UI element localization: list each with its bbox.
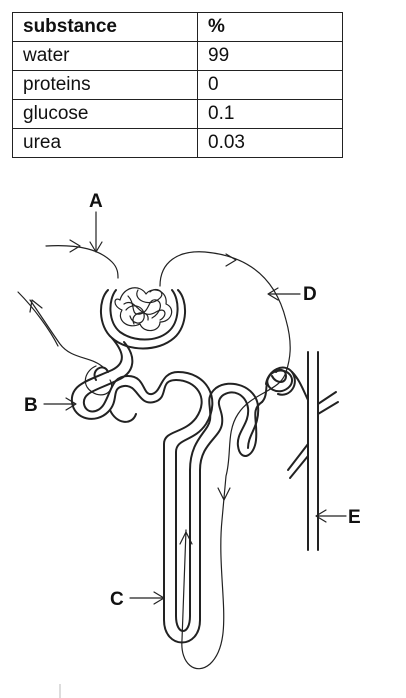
proximal-tubule-inner <box>82 341 214 471</box>
glomerulus <box>114 287 173 332</box>
cell-percent: 0 <box>197 70 343 100</box>
bowmans-capsule-inner <box>109 289 179 341</box>
table-row: proteins 0 <box>12 70 343 100</box>
loop-of-henle-ascending-inner <box>189 382 260 471</box>
label-c: C <box>110 589 124 610</box>
afferent-arrowhead <box>69 239 81 253</box>
distal-tubule-coil <box>261 366 296 403</box>
proximal-tubule-outer <box>70 337 203 471</box>
label-d-pointer <box>267 287 301 301</box>
header-substance: substance <box>12 12 198 42</box>
cell-percent: 0.1 <box>197 99 343 129</box>
table-row: glucose 0.1 <box>12 99 343 129</box>
label-e-pointer <box>315 509 347 523</box>
label-b-pointer <box>43 397 77 411</box>
efferent-arrowhead <box>225 253 237 267</box>
loop-of-henle-descending-inner <box>175 469 191 632</box>
table-header-row: substance % <box>12 12 343 42</box>
peritubular-capillary <box>181 371 287 670</box>
cell-percent: 0.03 <box>197 128 343 158</box>
capillary-down-arrowhead <box>217 487 231 501</box>
cell-substance: urea <box>12 128 198 158</box>
efferent-arteriole <box>159 251 291 373</box>
label-e: E <box>348 507 361 528</box>
label-a: A <box>89 191 103 212</box>
header-percent: % <box>197 12 343 42</box>
label-a-pointer <box>89 211 103 253</box>
loop-of-henle-descending-outer <box>163 469 201 644</box>
table-row: water 99 <box>12 41 343 71</box>
cell-substance: glucose <box>12 99 198 129</box>
capillary-up-arrowhead <box>179 531 193 545</box>
cell-percent: 99 <box>197 41 343 71</box>
label-b: B <box>24 395 38 416</box>
composition-table: substance % water 99 proteins 0 glucose … <box>12 12 343 158</box>
loop-of-henle-ascending-outer <box>199 391 263 471</box>
collecting-duct-branch-upper <box>317 391 339 415</box>
table-row: urea 0.03 <box>12 128 343 158</box>
capillary-loop-left <box>84 365 113 396</box>
label-d: D <box>303 284 317 305</box>
venule-exit <box>29 299 105 369</box>
collecting-duct-join <box>291 371 309 401</box>
venule-arrowhead <box>29 299 43 313</box>
afferent-arteriole <box>45 245 119 279</box>
label-c-pointer <box>129 591 165 605</box>
proximal-extra-loop <box>93 366 137 423</box>
collecting-duct-branch-mid <box>287 443 309 479</box>
bowmans-capsule-outer <box>100 289 186 350</box>
venule-lower <box>17 291 59 347</box>
